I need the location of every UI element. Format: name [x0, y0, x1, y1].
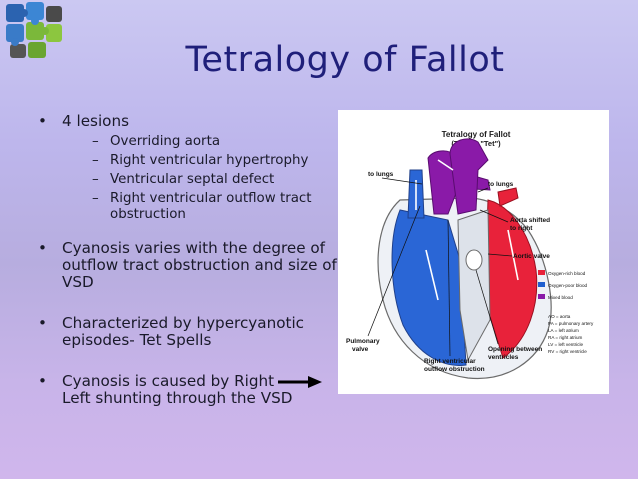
bullet-lesions: • 4 lesions – Overriding aorta – Right v…	[38, 113, 338, 223]
legend-swatch-red	[538, 270, 545, 275]
right-arrow-icon	[278, 375, 323, 388]
legend-mixed: Mixed blood	[548, 295, 573, 300]
sub-text: Right ventricular hypertrophy	[110, 153, 309, 168]
left-heart-red	[485, 199, 538, 359]
abbr-la: LA = left atrium	[548, 328, 579, 333]
legend-swatch-purple	[538, 294, 545, 299]
bullet-cyanosis-varies: • Cyanosis varies with the degree of out…	[38, 240, 338, 291]
label-aorta-shifted-2: to right	[510, 225, 533, 232]
sub-glyph: –	[92, 172, 99, 187]
sub-text: Overriding aorta	[110, 134, 221, 149]
abbr-ao: AO = aorta	[548, 314, 571, 319]
abbr-lv: LV = left ventricle	[548, 342, 583, 347]
blood-flow-arrows	[415, 159, 519, 301]
tetralogy-diagram: Tetralogy of Fallot (TOF or "Tet") to lu…	[338, 110, 609, 394]
label-rv-outflow-1: Right ventricular	[424, 358, 476, 365]
sub-glyph: –	[92, 153, 99, 168]
label-aorta-shifted-1: Aorta shifted	[510, 217, 550, 224]
bullet-glyph: •	[38, 112, 47, 130]
label-opening-2: ventricles	[488, 354, 519, 361]
sub-item-rvot-obstruction: – Right ventricular outflow tract obstru…	[92, 191, 338, 223]
sub-glyph: –	[92, 134, 99, 149]
label-pulmonary-valve-1: Pulmonary	[346, 338, 380, 345]
bullet-text-before-arrow: Cyanosis is caused by Right	[62, 372, 275, 390]
label-to-lungs-left: to lungs	[368, 171, 394, 178]
septum	[457, 209, 491, 362]
bullet-glyph: •	[38, 239, 47, 257]
bullet-text: 4 lesions	[62, 112, 130, 130]
abbr-rv: RV = right ventricle	[548, 349, 587, 354]
slide-title: Tetralogy of Fallot	[185, 40, 505, 80]
label-aortic-valve: Aortic valve	[513, 253, 550, 260]
label-rv-outflow-2: outflow obstruction	[424, 366, 485, 373]
aorta	[449, 138, 489, 215]
label-opening-1: Opening between	[488, 346, 542, 353]
bullet-text-after-arrow: Left shunting through the VSD	[62, 389, 293, 407]
label-pulmonary-valve-2: valve	[352, 346, 369, 353]
color-legend: Oxygen-rich blood Oxygen-poor blood Mixe…	[538, 270, 588, 300]
bullet-glyph: •	[38, 314, 47, 332]
abbr-pa: PA = pulmonary artery	[548, 321, 594, 326]
label-to-lungs-right: to lungs	[488, 181, 514, 188]
vsd-opening	[465, 249, 483, 271]
bullet-list: • 4 lesions – Overriding aorta – Right v…	[38, 113, 338, 407]
puzzle-pieces-logo-icon	[6, 2, 62, 58]
abbr-ra: RA = right atrium	[548, 335, 583, 340]
bullet-shunting: • Cyanosis is caused by RightLeft shunti…	[38, 373, 338, 407]
abbreviation-list: AO = aorta PA = pulmonary artery LA = le…	[548, 314, 594, 354]
sub-text: Ventricular septal defect	[110, 172, 275, 187]
sub-item-overriding-aorta: – Overriding aorta	[92, 134, 338, 150]
sub-item-rv-hypertrophy: – Right ventricular hypertrophy	[92, 153, 338, 169]
heart-illustration: Tetralogy of Fallot (TOF or "Tet") to lu…	[346, 130, 594, 380]
sub-text: Right ventricular outflow tract obstruct…	[110, 191, 312, 222]
legend-swatch-blue	[538, 282, 545, 287]
sub-glyph: –	[92, 191, 99, 206]
figure-title-line1: Tetralogy of Fallot	[442, 130, 511, 139]
legend-oxygen-poor: Oxygen-poor blood	[548, 283, 588, 288]
bullet-text: Cyanosis varies with the degree of outfl…	[62, 239, 337, 291]
right-heart-blue	[391, 209, 467, 366]
sub-list: – Overriding aorta – Right ventricular h…	[92, 134, 338, 223]
pulmonary-vein-left	[497, 187, 519, 207]
bullet-tet-spells: • Characterized by hypercyanotic episode…	[38, 315, 338, 349]
sub-item-vsd: – Ventricular septal defect	[92, 172, 338, 188]
bullet-glyph: •	[38, 372, 47, 390]
bullet-text: Characterized by hypercyanotic episodes-…	[62, 314, 305, 349]
legend-oxygen-rich: Oxygen-rich blood	[548, 271, 586, 276]
